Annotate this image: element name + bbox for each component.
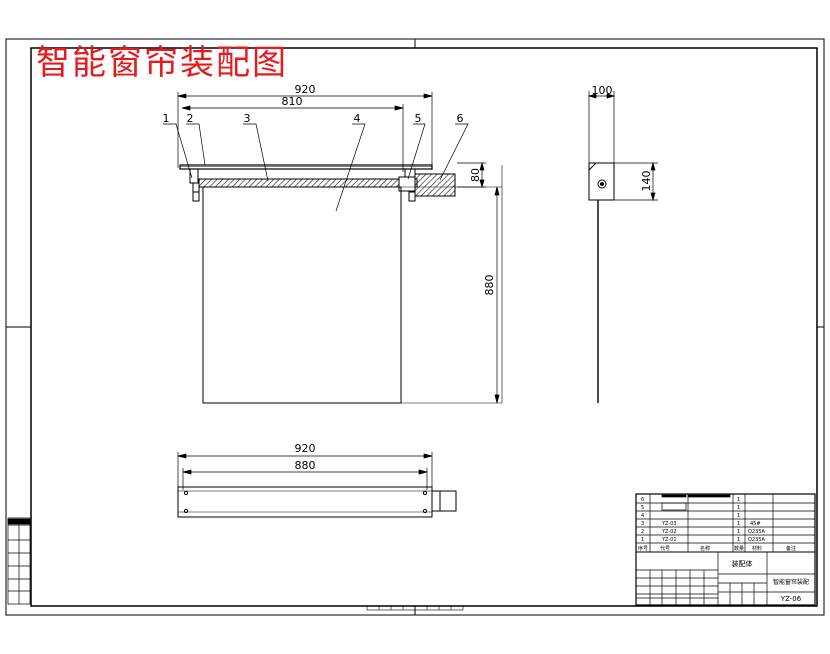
- parts-row-5-qty: 1: [737, 505, 740, 511]
- parts-row-4-no: 4: [641, 513, 644, 519]
- header-qty: 数量: [734, 545, 744, 552]
- dim-100-label: 100: [592, 84, 613, 97]
- parts-row-2-code: YZ-02: [661, 529, 677, 535]
- dim-920-front-label: 920: [295, 83, 316, 96]
- parts-row-2-qty: 1: [737, 529, 740, 535]
- parts-row-1-qty: 1: [737, 537, 740, 543]
- dim-880-height: [494, 186, 500, 404]
- parts-row-1-code: YZ-01: [661, 537, 677, 543]
- part-label-6: 6: [457, 112, 464, 125]
- header-remark: 备注: [786, 545, 796, 552]
- parts-row-2-material: Q235A: [748, 529, 765, 535]
- parts-row-1-material: Q235A: [748, 537, 765, 543]
- drawing-name: 装配体: [732, 559, 753, 568]
- parts-list-text: 6 1 5 1 4 1 3 YZ-03 1 45# 2 YZ-02 1 Q235…: [638, 497, 796, 552]
- part-label-3: 3: [244, 112, 251, 125]
- roller-tube: [198, 178, 418, 188]
- curtain-fabric: [202, 165, 503, 404]
- dim-920-top-label: 920: [295, 442, 316, 455]
- header-no: 序号: [638, 545, 648, 552]
- parts-row-3-code: YZ-03: [661, 521, 677, 527]
- parts-row-5-no: 5: [641, 505, 644, 511]
- left-bracket: [189, 168, 200, 202]
- dim-100-side: [587, 91, 616, 163]
- dim-920-top: [177, 452, 433, 490]
- left-stamp-table: [7, 517, 31, 605]
- dim-880-top: [182, 468, 428, 490]
- dim-810: [181, 104, 404, 172]
- part-label-5: 5: [415, 112, 422, 125]
- dim-810-label: 810: [282, 95, 303, 108]
- dim-80: [457, 161, 486, 189]
- drawing-title: 智能窗帘装配图: [36, 43, 288, 83]
- parts-row-2-no: 2: [641, 529, 644, 535]
- title-block: [635, 493, 816, 606]
- motor: [414, 173, 456, 197]
- header-name: 名称: [700, 545, 710, 552]
- drawing-number: YZ-06: [780, 595, 802, 603]
- dim-880-height-label: 880: [483, 275, 496, 296]
- top-rail-plan: [177, 486, 457, 518]
- dim-140-side: [614, 161, 658, 202]
- parts-row-1-no: 1: [641, 537, 644, 543]
- side-bracket: [588, 162, 615, 403]
- dim-880-top-label: 880: [295, 459, 316, 472]
- parts-row-3-material: 45#: [750, 521, 761, 527]
- parts-row-3-qty: 1: [737, 521, 740, 527]
- side-view: 100 140: [587, 84, 658, 403]
- top-rail: [179, 164, 433, 170]
- motor-coupling: [398, 176, 416, 192]
- top-view: 920 880: [177, 442, 457, 518]
- header-material: 材料: [752, 545, 762, 552]
- part-label-4: 4: [354, 112, 361, 125]
- dim-140-label: 140: [640, 171, 653, 192]
- parts-row-6-no: 6: [641, 497, 644, 503]
- parts-row-6-qty: 1: [737, 497, 740, 503]
- part-label-2: 2: [187, 112, 194, 125]
- front-view: 920 810: [163, 83, 503, 404]
- parts-row-3-no: 3: [641, 521, 644, 527]
- sheet-border: [5, 38, 825, 616]
- part-leaders: [163, 123, 469, 212]
- dim-920-front: [177, 92, 433, 170]
- scale-ruler: [366, 605, 464, 611]
- header-code: 代号: [660, 545, 670, 552]
- company-name: 智能窗帘装配: [773, 578, 809, 586]
- dim-80-label: 80: [469, 168, 482, 182]
- part-label-1: 1: [163, 112, 170, 125]
- parts-row-4-qty: 1: [737, 513, 740, 519]
